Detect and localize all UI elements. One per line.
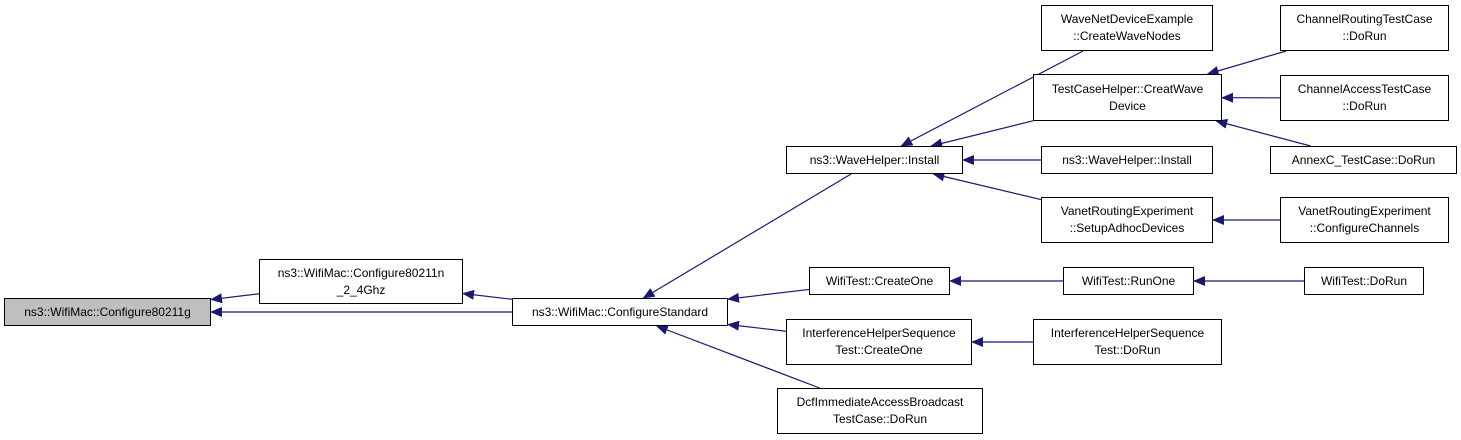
node-label: ::CreateWaveNodes xyxy=(1073,29,1181,43)
node-label: ns3::WaveHelper::Install xyxy=(809,152,940,167)
node-label: ns3::WifiMac::ConfigureStandard xyxy=(531,304,709,319)
call-edge-dcfImmediate-to-configureStandard xyxy=(655,325,820,389)
node-label: VanetRoutingExperiment xyxy=(1060,204,1194,218)
call-edge-testCaseHelper-to-waveHelperInstall xyxy=(930,120,1034,149)
call-edge-vanetSetup-to-waveHelperInstall xyxy=(932,171,1042,201)
call-edge-wifiTestCreateOne-to-configureStandard xyxy=(727,288,810,303)
node-label: DcfImmediateAccessBroadcast xyxy=(796,395,964,409)
node-label: ::DoRun xyxy=(1342,29,1387,43)
node-label: WifiTest::RunOne xyxy=(1081,273,1176,288)
node-label: ::DoRun xyxy=(1342,99,1387,113)
node-label: WifiTest::DoRun xyxy=(1320,273,1408,288)
node-wave-net-device-example[interactable]: WaveNetDeviceExample ::CreateWaveNodes xyxy=(1041,5,1213,51)
node-label: WaveNetDeviceExample xyxy=(1060,12,1194,26)
node-wave-helper-install-overload[interactable]: ns3::WaveHelper::Install xyxy=(1041,146,1213,174)
call-edge-configure80211n-to-configure80211g xyxy=(210,293,260,304)
call-edge-annexC-to-testCaseHelper xyxy=(1215,118,1311,147)
node-label: InterferenceHelperSequence xyxy=(802,326,956,340)
call-edge-interferenceCreateOne-to-configureStandard xyxy=(727,320,787,332)
node-configure80211g: ns3::WifiMac::Configure80211g xyxy=(4,298,211,326)
node-vanet-setup-adhoc-devices[interactable]: VanetRoutingExperiment ::SetupAdhocDevic… xyxy=(1041,197,1213,243)
node-label: TestCase::DoRun xyxy=(832,412,928,426)
node-configure-standard[interactable]: ns3::WifiMac::ConfigureStandard xyxy=(512,298,728,326)
node-wifitest-run-one[interactable]: WifiTest::RunOne xyxy=(1063,267,1194,295)
node-label: InterferenceHelperSequence xyxy=(1050,326,1205,340)
node-label: _2_4Ghz xyxy=(336,282,386,297)
node-wifitest-do-run[interactable]: WifiTest::DoRun xyxy=(1304,267,1424,295)
node-label: TestCaseHelper::CreatWave xyxy=(1051,81,1204,96)
node-annexc-test-case[interactable]: AnnexC_TestCase::DoRun xyxy=(1270,146,1457,174)
node-label: ChannelAccessTestCase xyxy=(1297,82,1432,96)
node-label: AnnexC_TestCase::DoRun xyxy=(1291,152,1436,167)
node-configure80211n-2-4ghz[interactable]: ns3::WifiMac::Configure80211n _2_4Ghz xyxy=(259,259,463,304)
node-label: ns3::WifiMac::Configure80211n xyxy=(277,265,445,280)
node-interference-create-one[interactable]: InterferenceHelperSequence Test::CreateO… xyxy=(786,319,972,365)
node-label: ChannelRoutingTestCase xyxy=(1296,12,1433,26)
node-label: ns3::WaveHelper::Install xyxy=(1062,152,1192,167)
node-channel-routing-test-case[interactable]: ChannelRoutingTestCase ::DoRun xyxy=(1280,5,1449,51)
node-label: ns3::WifiMac::Configure80211g xyxy=(24,304,191,319)
node-label: WifiTest::CreateOne xyxy=(825,273,934,288)
node-label: VanetRoutingExperiment xyxy=(1298,204,1431,218)
node-label: Device xyxy=(1109,98,1146,113)
call-edge-waveNetDevice-to-waveHelperInstall xyxy=(900,50,1084,147)
node-dcf-immediate-access[interactable]: DcfImmediateAccessBroadcast TestCase::Do… xyxy=(777,388,983,434)
node-testcasehelper-creat-wave-device[interactable]: TestCaseHelper::CreatWave Device xyxy=(1033,74,1222,121)
node-channel-access-test-case[interactable]: ChannelAccessTestCase ::DoRun xyxy=(1280,75,1449,121)
node-vanet-configure-channels[interactable]: VanetRoutingExperiment ::ConfigureChanne… xyxy=(1280,197,1449,243)
node-label: Test::DoRun xyxy=(1094,343,1161,357)
call-edge-configureStandard-to-configure80211n xyxy=(462,289,513,300)
node-label: ::ConfigureChannels xyxy=(1309,221,1420,235)
node-wave-helper-install[interactable]: ns3::WaveHelper::Install xyxy=(786,146,963,174)
node-wifitest-create-one[interactable]: WifiTest::CreateOne xyxy=(809,267,950,295)
node-interference-do-run[interactable]: InterferenceHelperSequence Test::DoRun xyxy=(1033,319,1222,365)
call-edge-waveHelperInstall-to-configureStandard xyxy=(642,173,852,299)
edges xyxy=(210,50,1311,389)
call-edge-channelRouting-to-testCaseHelper xyxy=(1206,50,1287,76)
node-label: ::SetupAdhocDevices xyxy=(1069,221,1185,235)
node-label: Test::CreateOne xyxy=(835,343,923,357)
